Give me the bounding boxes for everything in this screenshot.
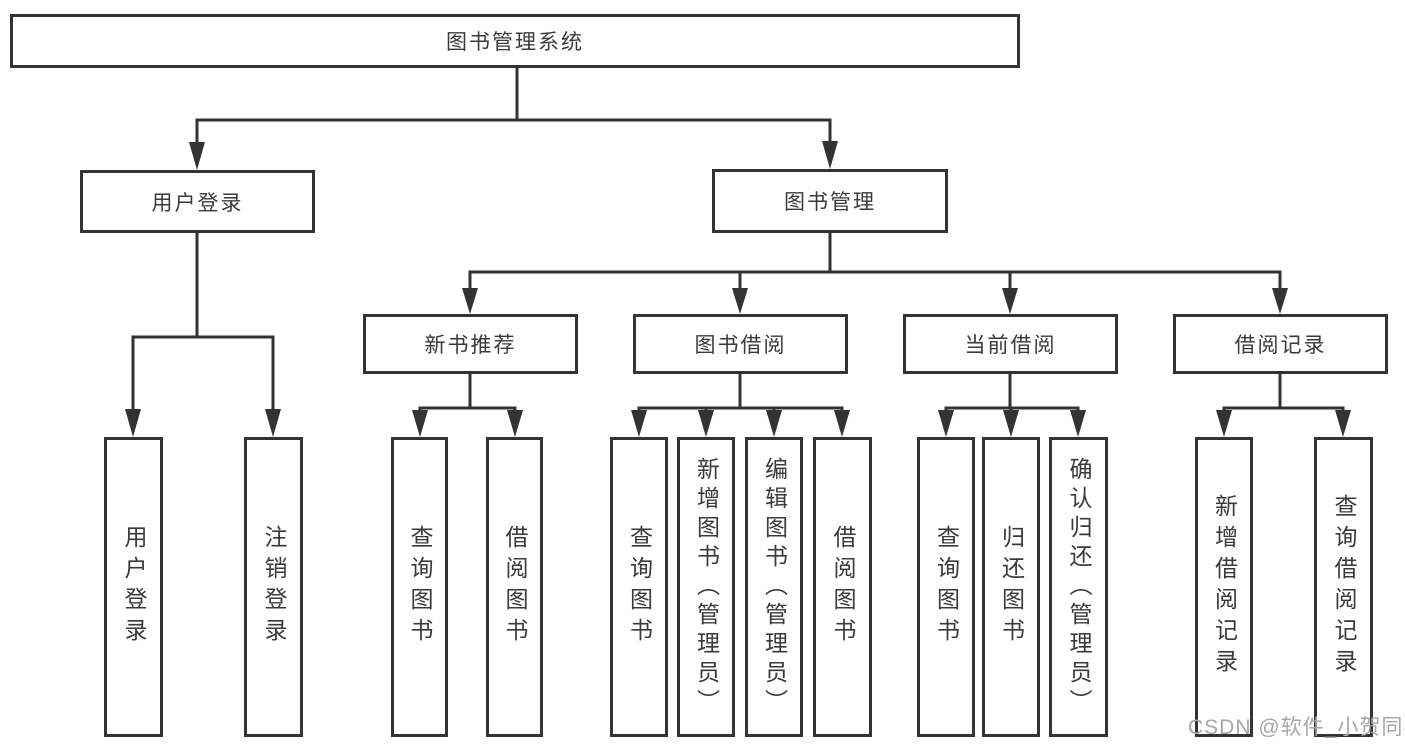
node-leaf-return-books: 归还图书 [982,437,1040,737]
node-label: 借阅记录 [1234,334,1327,357]
node-leaf-logout: 注销登录 [244,437,303,737]
node-leaf-query-books-3: 查询图书 [917,437,975,737]
connector-current-borrow-to-leaves [938,372,1086,437]
node-leaf-user-login: 用户登录 [104,437,163,737]
node-borrow-records: 借阅记录 [1173,314,1388,374]
node-label: 查询借阅记录 [1331,494,1357,680]
node-leaf-query-books-1: 查询图书 [391,437,448,737]
node-user-login: 用户登录 [80,170,315,233]
node-label: 确认归还（管理员） [1066,456,1092,718]
connector-new-books-to-leaves [412,372,523,437]
node-library-management-system: 图书管理系统 [10,14,1020,68]
node-label: 图书管理系统 [446,31,584,54]
node-label: 新增图书（管理员） [693,456,720,718]
node-book-borrow: 图书借阅 [633,314,848,374]
node-leaf-add-borrow-record: 新增借阅记录 [1195,437,1253,737]
node-label: 用户登录 [151,191,244,215]
node-label: 查询图书 [933,525,960,649]
node-label: 借阅图书 [502,525,528,649]
node-label: 新书推荐 [424,334,517,357]
node-label: 新增借阅记录 [1211,494,1238,680]
node-label: 当前借阅 [964,334,1057,357]
connector-root-to-level2 [189,66,838,170]
connector-book-borrow-to-leaves [631,372,850,437]
node-label: 查询图书 [407,525,433,649]
node-label: 借阅图书 [830,525,856,649]
connector-borrow-records-to-leaves [1216,372,1351,437]
node-label: 注销登录 [261,525,287,649]
node-leaf-edit-books-admin: 编辑图书（管理员） [745,437,803,737]
node-label: 图书借阅 [694,334,787,357]
connector-book-management-to-level3 [462,231,1288,314]
node-leaf-add-books-admin: 新增图书（管理员） [677,437,735,737]
node-label: 查询图书 [626,525,653,649]
node-leaf-confirm-return-admin: 确认归还（管理员） [1049,437,1108,737]
connector-user-login-to-leaves [125,231,281,437]
node-book-management: 图书管理 [712,169,948,233]
node-leaf-borrow-books-1: 借阅图书 [486,437,543,737]
node-current-borrow: 当前借阅 [903,314,1118,374]
node-label: 编辑图书（管理员） [761,456,788,718]
csdn-watermark: CSDN @软件_小贺同学 [1188,716,1405,739]
node-leaf-query-borrow-record: 查询借阅记录 [1314,437,1373,737]
node-new-book-recommend: 新书推荐 [363,314,578,374]
node-leaf-query-books-2: 查询图书 [610,437,668,737]
node-label: 归还图书 [998,525,1025,649]
node-label: 用户登录 [121,525,147,649]
node-leaf-borrow-books-2: 借阅图书 [813,437,872,737]
node-label: 图书管理 [784,191,876,214]
